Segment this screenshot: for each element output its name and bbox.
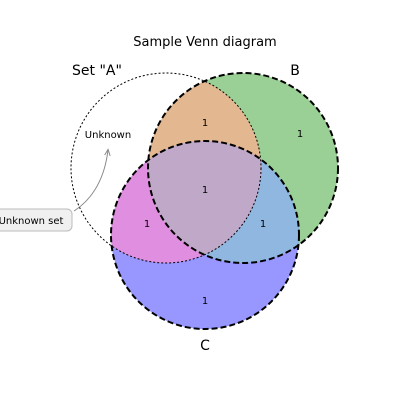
annotation-box [0, 208, 73, 232]
set-b-outline [147, 72, 339, 264]
region-label-b-c: 1 [260, 219, 266, 230]
annotation-callout: Unknown set [0, 208, 73, 232]
region-label-a-b-c: 1 [202, 185, 208, 196]
set-a-label: Set "A" [72, 63, 122, 79]
region-label-c-only: 1 [202, 296, 208, 307]
annotation-arrow [73, 150, 108, 212]
diagram-title: Sample Venn diagram [133, 35, 276, 50]
set-b-label: B [290, 63, 300, 79]
region-a-b-c [148, 141, 261, 263]
set-c-label: C [200, 338, 210, 354]
region-label-b-only: 1 [297, 129, 303, 140]
region-label-a-b: 1 [202, 118, 208, 129]
set-c-outline [110, 140, 300, 330]
region-label-a-c: 1 [144, 219, 150, 230]
unknown-region-label: Unknown [85, 130, 131, 141]
annotation-text: Unknown set [0, 216, 64, 227]
set-a-outline [70, 72, 262, 264]
